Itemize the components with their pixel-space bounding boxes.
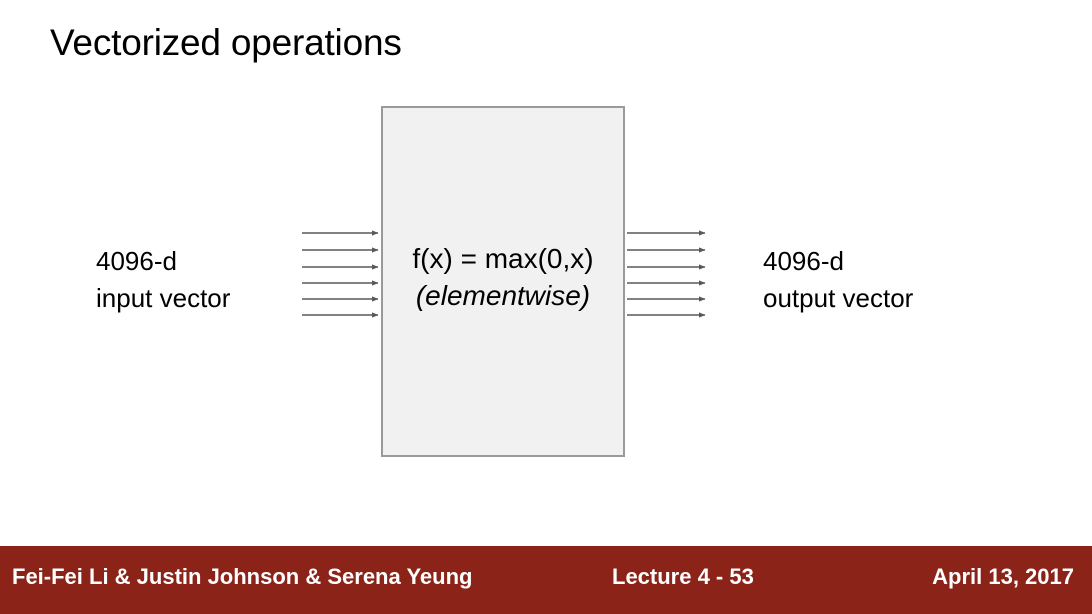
footer-authors: Fei-Fei Li & Justin Johnson & Serena Yeu… — [12, 564, 473, 589]
page-title: Vectorized operations — [50, 22, 402, 63]
function-note: (elementwise) — [415, 280, 591, 311]
output-vector-dimension: 4096-d — [763, 246, 844, 276]
input-vector-label: 4096-d input vector — [96, 243, 230, 317]
function-box — [381, 106, 625, 457]
input-vector-dimension: 4096-d — [96, 246, 177, 276]
footer-date: April 13, 2017 — [932, 564, 1074, 589]
function-formula: f(x) = max(0,x) — [412, 243, 594, 274]
function-box-text: f(x) = max(0,x) (elementwise) — [381, 240, 625, 315]
input-arrows — [302, 230, 379, 318]
slide-footer: Fei-Fei Li & Justin Johnson & Serena Yeu… — [0, 546, 1092, 614]
output-vector-label: 4096-d output vector — [763, 243, 913, 317]
input-vector-name: input vector — [96, 283, 231, 313]
footer-lecture-number: Lecture 4 - 53 — [612, 564, 754, 589]
output-vector-name: output vector — [763, 283, 914, 313]
vectorized-operation-diagram: f(x) = max(0,x) (elementwise) 4096-d inp… — [96, 106, 913, 457]
output-arrows — [627, 230, 706, 318]
